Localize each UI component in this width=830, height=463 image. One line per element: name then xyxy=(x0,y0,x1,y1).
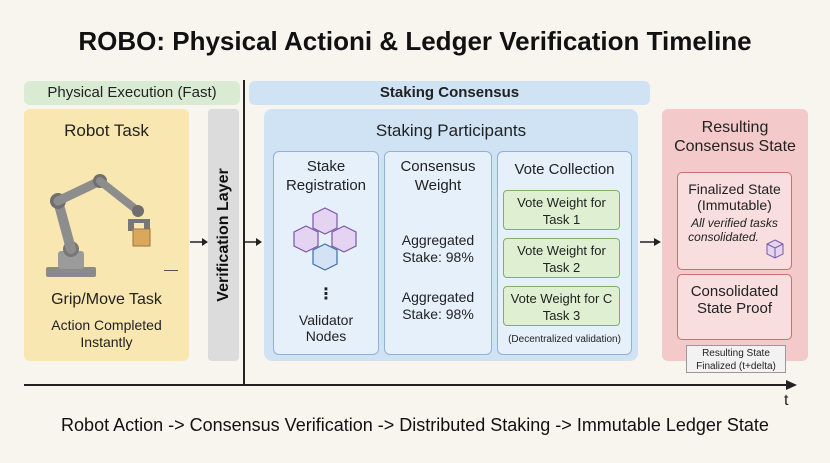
finalized-state-box: Finalized State (Immutable) All verified… xyxy=(677,172,792,270)
col1-title-1: Stake xyxy=(306,158,346,175)
proof-line1: Consolidated xyxy=(690,283,779,300)
ellipsis-icon: ⋮ xyxy=(318,286,334,303)
col2-title-1: Consensus xyxy=(400,158,476,175)
timeline-label: t xyxy=(784,392,789,409)
arrow-right-icon xyxy=(640,238,661,246)
footer-caption: Robot Action -> Consensus Verification -… xyxy=(61,415,769,435)
page-title: ROBO: Physical Actioni & Ledger Verifica… xyxy=(78,26,752,56)
vote-3-line2: Task 3 xyxy=(542,308,581,323)
robot-task-desc-1: Action Completed xyxy=(51,317,162,333)
note-line1: Resulting State xyxy=(702,348,770,359)
col2-agg1-1: Aggregated xyxy=(401,232,475,248)
staking-participants-title: Staking Participants xyxy=(375,121,527,140)
vote-weight-task-3: Vote Weight for C Task 3 xyxy=(503,286,620,326)
col1-foot-1: Validator xyxy=(298,312,354,328)
arrow-right-icon xyxy=(190,238,208,246)
vote-1-line2: Task 1 xyxy=(542,212,581,227)
consensus-weight-column: Consensus Weight Aggregated Stake: 98% A… xyxy=(384,151,492,355)
robot-task-title: Robot Task xyxy=(64,121,149,140)
final-italic-2: consolidated. xyxy=(688,230,759,244)
arrow-right-icon xyxy=(244,238,262,246)
col2-title-2: Weight xyxy=(414,177,462,194)
robot-task-desc-2: Instantly xyxy=(80,334,133,350)
final-line2: (Immutable) xyxy=(697,197,772,213)
robot-arm-icon xyxy=(46,174,151,277)
finalized-note: Resulting State Finalized (t+delta) xyxy=(686,345,786,373)
col2-agg2-2: Stake: 98% xyxy=(402,306,474,322)
verification-layer-label: Verification Layer xyxy=(214,168,232,302)
col3-note: (Decentralized validation) xyxy=(508,334,621,345)
physical-execution-header: Physical Execution (Fast) xyxy=(24,81,240,105)
stake-registration-column: Stake Registration ⋮ Validator Nodes xyxy=(273,151,379,355)
cube-icon xyxy=(766,239,784,259)
result-title-1: Resulting xyxy=(701,119,769,136)
vote-1-line1: Vote Weight for xyxy=(517,195,606,210)
vote-weight-task-2: Vote Weight for Task 2 xyxy=(503,238,620,278)
ground-line xyxy=(164,270,178,271)
vote-2-line2: Task 2 xyxy=(542,260,581,275)
col2-agg1-2: Stake: 98% xyxy=(402,249,474,265)
final-line1: Finalized State xyxy=(688,181,781,197)
col3-title: Vote Collection xyxy=(514,161,615,178)
robot-task-name: Grip/Move Task xyxy=(51,291,162,308)
robot-task-panel: Robot Task Grip/Move Task Action Complet… xyxy=(24,109,189,361)
result-title-2: Consensus State xyxy=(674,138,796,155)
vote-weight-task-1: Vote Weight for Task 1 xyxy=(503,190,620,230)
validator-cubes-icon xyxy=(293,207,357,271)
col1-foot-2: Nodes xyxy=(305,328,347,344)
divider-line xyxy=(243,80,245,386)
note-line2: Finalized (t+delta) xyxy=(696,361,776,372)
final-italic-1: All verified tasks xyxy=(691,216,778,230)
col2-agg2-1: Aggregated xyxy=(401,289,475,305)
vote-2-line1: Vote Weight for xyxy=(517,243,606,258)
consolidated-state-proof-box: Consolidated State Proof xyxy=(677,274,792,340)
staking-consensus-header: Staking Consensus xyxy=(249,81,650,105)
proof-line2: State Proof xyxy=(696,300,773,317)
vote-3-line1: Vote Weight for C xyxy=(510,291,613,306)
arrow-right-icon xyxy=(786,380,797,390)
verification-layer: Verification Layer xyxy=(208,109,239,361)
col1-title-2: Registration xyxy=(285,177,367,194)
timeline-axis xyxy=(24,384,789,386)
